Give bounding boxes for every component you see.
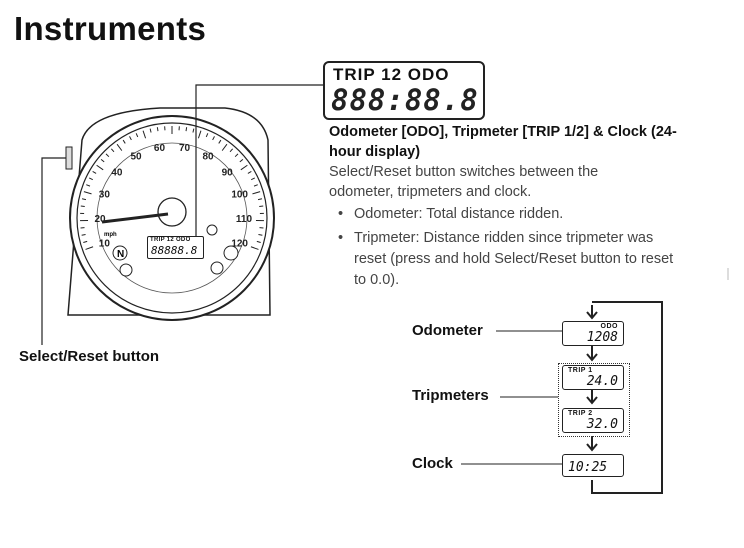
speed-label: 80 [202,152,214,163]
speed-label: 110 [236,214,253,225]
trip2-tag: TRIP 2 [568,410,593,417]
gauge-tick [129,136,132,141]
speed-label: 20 [94,214,106,225]
gauge-tick [256,240,261,243]
trip1-value: 24.0 [586,374,618,389]
lcd-display-callout: TRIP 12 ODO 888:88.8 [323,61,485,120]
gauge-tick [81,234,86,236]
gauge-tick [221,143,228,151]
neutral-indicator-icon [112,245,128,261]
gauge-tick [234,153,239,158]
gauge-tick [149,128,152,133]
trip1-tag: TRIP 1 [568,367,593,374]
bullet-dot: • [338,230,344,246]
coolant-icon [210,261,224,275]
lcd-leader-line [195,84,323,238]
section-description: Select/Reset button switches between the… [329,164,599,200]
gauge-tick [85,246,94,250]
gauge-tick [105,153,110,158]
clock-value: 10:25 [568,460,608,475]
gauge-tick [239,158,244,163]
odo-value: 1208 [586,330,618,345]
gauge-tick [156,127,159,132]
speed-label: 100 [231,189,248,200]
gauge-tick [192,128,195,133]
speed-label: 10 [99,239,111,250]
gauge-tick [240,164,248,171]
gauge-tick [122,139,126,144]
gauge-lcd-labels: TRIP 12 ODO [150,237,191,243]
speed-label: 120 [231,239,248,250]
gauge-tick [218,139,222,144]
speed-label: 40 [111,168,123,179]
gauge-tick [250,246,259,250]
clock-label: Clock [412,455,453,472]
loop-back-arrow [591,301,663,494]
gauge-tick [247,170,252,174]
gauge-tick [135,133,139,138]
gauge-tick [96,164,104,171]
oil-pressure-icon [119,263,133,277]
gauge-tick [100,158,105,163]
clock-display: 10:25 [562,454,624,477]
unit-label: mph [104,232,117,238]
page-title: Instruments [14,10,207,47]
gauge-tick [92,170,97,174]
gauge-tick [197,130,202,139]
neutral-indicator-text: N [117,249,124,260]
bullet-odometer: • Odometer: Total distance ridden. [338,204,684,225]
gauge-tick [142,130,147,139]
trip2-display: TRIP 2 32.0 [562,408,624,433]
gauge-tick [253,184,258,187]
tripmeters-label: Tripmeters [412,387,489,404]
gauge-tick [80,205,85,208]
odometer-display: ODO 1208 [562,321,624,346]
bullet-text: Odometer: Total distance ridden. [354,206,564,222]
flow-arrows [586,305,598,452]
gauge-tick [250,177,256,181]
speed-label: 60 [154,143,166,154]
speed-label: 50 [130,152,142,163]
gauge-lcd-digits: 88888.8 [151,244,198,257]
gauge-tick [116,143,123,151]
gauge-tick [259,205,264,208]
tripmeters-group [558,363,630,437]
trip1-display: TRIP 1 24.0 [562,365,624,390]
gauge-tick [83,240,88,243]
section-heading: Odometer [ODO], Tripmeter [TRIP 1/2] & C… [329,124,677,160]
speed-label: 30 [99,189,111,200]
bullet-text: Tripmeter: Distance ridden since tripmet… [354,230,674,288]
select-reset-button-label: Select/Reset button [19,348,160,365]
gauge-tick [110,148,115,153]
gauge-tick [86,184,91,187]
gauge-lcd-display: TRIP 12 ODO 88888.8 [147,236,204,259]
lights-icon [206,224,218,236]
lcd-digits: 888:88.8 [331,83,479,117]
gauge-tick [258,234,263,236]
bullet-dot: • [338,206,344,222]
gauge-tick [212,136,215,141]
button-leader-line [41,157,66,345]
lcd-mode-labels: TRIP 12 ODO [333,65,450,84]
gauge-tick [81,198,87,201]
gauge-tick [83,191,92,195]
odometer-label: Odometer [412,322,483,339]
gauge-tick [252,191,261,195]
gauge-tick [257,198,263,201]
trip2-value: 32.0 [586,417,618,432]
gauge-tick [185,127,188,132]
bullet-tripmeter: • Tripmeter: Distance ridden since tripm… [338,228,684,291]
odo-tag: ODO [600,323,618,330]
gauge-tick [229,148,234,153]
engine-warning-icon [223,245,239,261]
gauge-tick [88,177,94,181]
gauge-tick [205,133,209,138]
speed-label: 90 [222,168,234,179]
speed-label: 70 [179,143,191,154]
